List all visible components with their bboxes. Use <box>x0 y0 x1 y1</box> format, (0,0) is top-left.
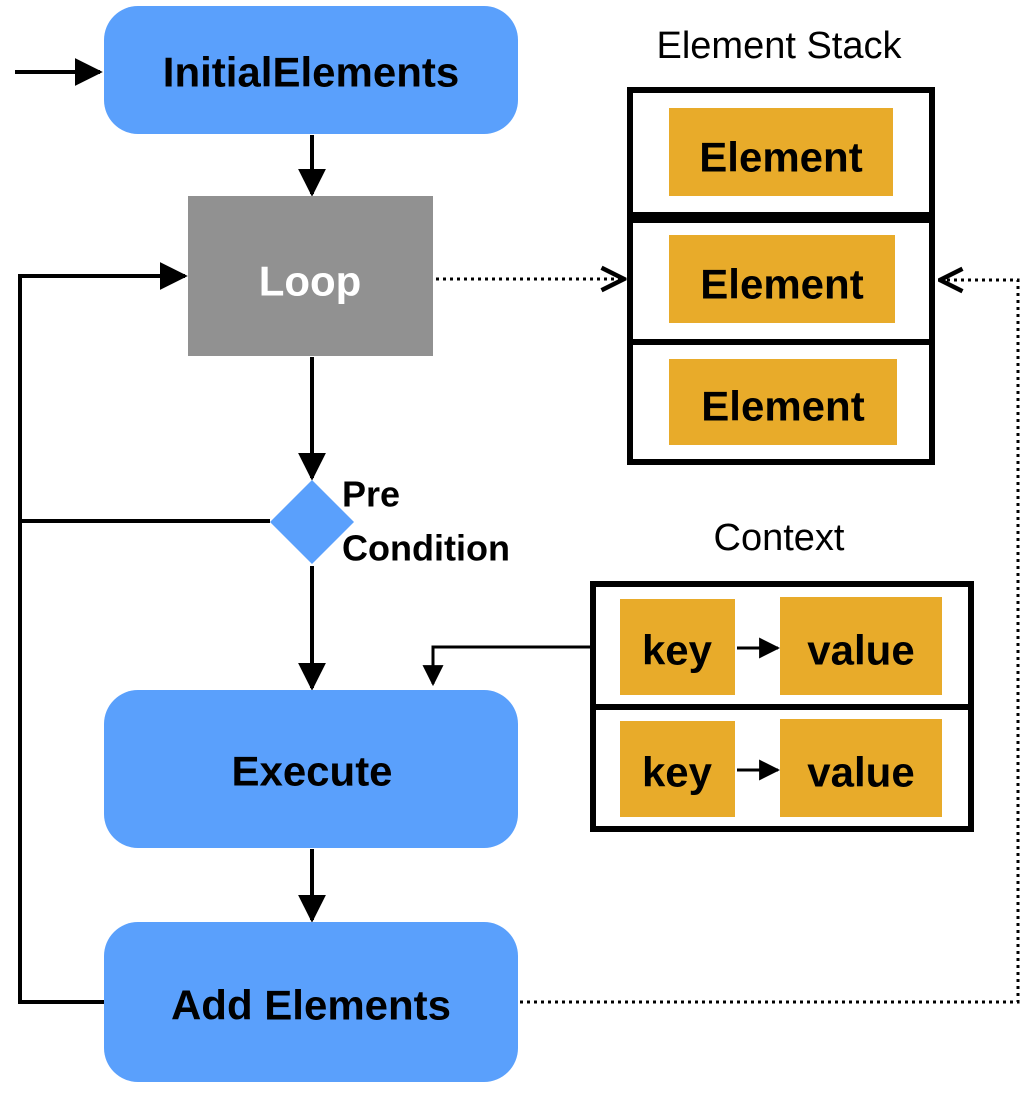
context-value-label: value <box>807 627 914 674</box>
add-elements-node: Add Elements <box>104 922 518 1082</box>
context-key-box <box>620 599 735 695</box>
initial-elements-label: InitialElements <box>163 49 459 96</box>
context-value-box <box>780 597 942 695</box>
element-stack-item <box>669 108 893 196</box>
add-elements-label: Add Elements <box>171 982 451 1029</box>
element-stack-title: Element Stack <box>657 25 903 67</box>
element-stack-item <box>669 235 895 323</box>
context-key-label: key <box>642 627 713 674</box>
initial-elements-node: InitialElements <box>104 6 518 134</box>
pre-condition-node: Pre Condition <box>270 474 510 569</box>
pre-condition-diamond <box>270 480 354 564</box>
loop-label: Loop <box>259 258 362 305</box>
initial-elements-box <box>104 6 518 134</box>
context-value-box <box>780 719 942 817</box>
element-stack-item-label: Element <box>700 261 863 308</box>
context-title: Context <box>714 517 845 559</box>
loop-box <box>188 196 433 356</box>
element-stack-item <box>669 359 897 445</box>
element-stack: Element Element Element <box>627 87 935 465</box>
element-stack-item-label: Element <box>699 134 862 181</box>
element-stack-item-label: Element <box>701 383 864 430</box>
pre-condition-label-line2: Condition <box>342 528 510 569</box>
context-key-label: key <box>642 749 713 796</box>
execute-node: Execute <box>104 690 518 848</box>
context-key-box <box>620 721 735 817</box>
loop-back-add-elements <box>18 262 188 1004</box>
execute-box <box>104 690 518 848</box>
loop-node: Loop <box>188 196 433 356</box>
arrow-context-to-execute <box>422 645 590 687</box>
pre-condition-label-line1: Pre <box>342 474 400 515</box>
add-elements-box <box>104 922 518 1082</box>
context-value-label: value <box>807 749 914 796</box>
execute-label: Execute <box>231 748 392 795</box>
context-map: key value key value <box>590 581 974 832</box>
